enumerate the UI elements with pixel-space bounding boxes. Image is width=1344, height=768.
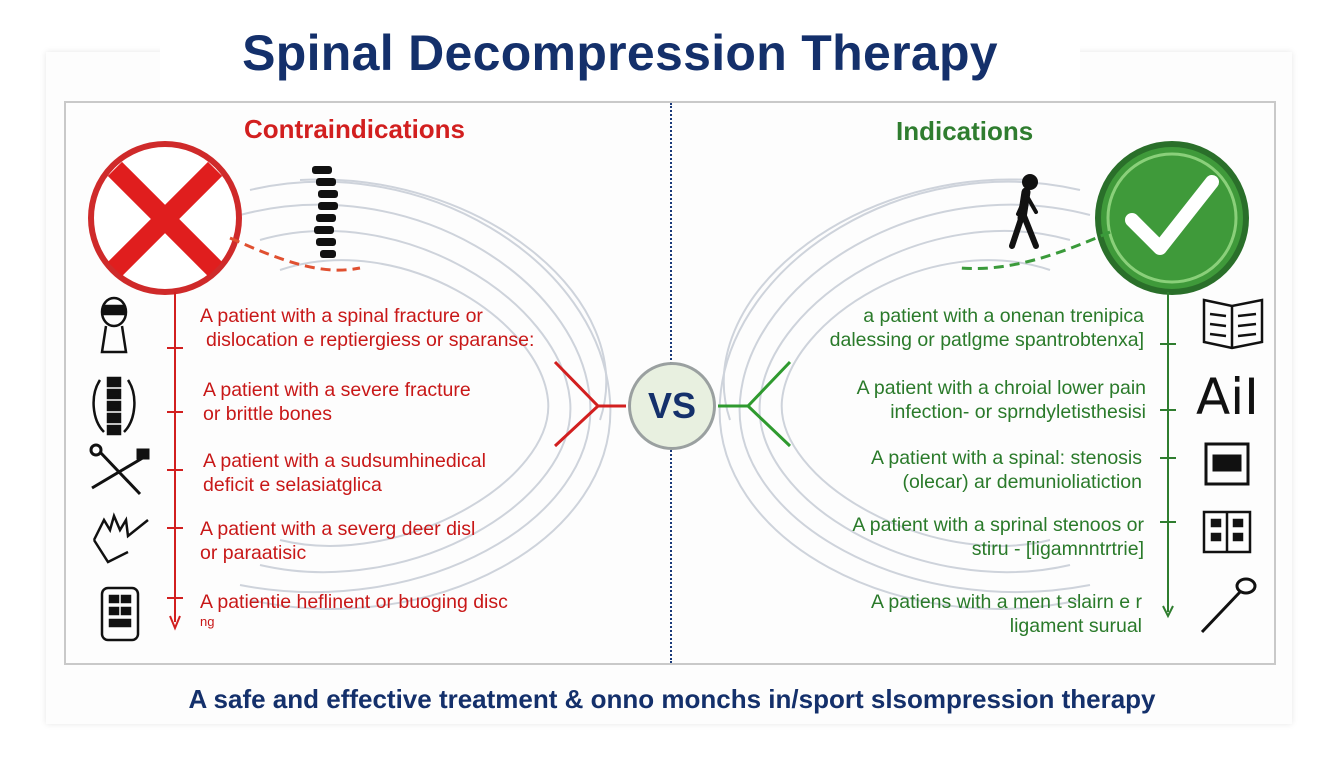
right-dashed-connector [959, 230, 1111, 271]
item-line: A patient with a sprinal stenoos or [852, 514, 1144, 536]
item-line: A patientie heflinent or buoging disc [200, 591, 508, 613]
indication-item: A patient with a chroial lower pain infe… [857, 376, 1146, 424]
indication-item: A patient with a spinal: stenosis (oleca… [871, 446, 1142, 494]
walking-person-icon [1009, 174, 1039, 249]
right-timeline [1160, 292, 1176, 619]
item-line: stiru - [ligamnntrtrie] [971, 538, 1144, 560]
item-line: A patient with a severg deer disl [200, 518, 476, 540]
item-line: infection- or sprndyletisthesisi [890, 401, 1146, 423]
ail-text-icon: AiI [1196, 368, 1259, 426]
item-line: A patient with a severe fracture [203, 379, 471, 401]
item-line: (olecar) ar demunioliatiction [902, 471, 1142, 493]
item-line: A patiens with a men t slairn e r [871, 591, 1142, 613]
device-icon [100, 586, 140, 642]
indications-heading: Indications [896, 116, 1034, 146]
contraindication-item: A patient with a spinal fracture or disl… [200, 304, 534, 352]
item-line: deficit e selasiatglica [203, 474, 382, 496]
book-icon [1202, 298, 1264, 350]
page-title: Spinal Decompression Therapy [242, 25, 998, 81]
spine-icon [312, 166, 338, 258]
contraindication-item: A patient with a severe fracture or brit… [203, 378, 471, 426]
footer-tagline: A safe and effective treatment & onno mo… [188, 684, 1156, 714]
left-branch-connector [553, 360, 626, 448]
contraindication-item: A patientie heflinent or buoging disc ng [200, 590, 508, 630]
spine-brace-icon [92, 376, 136, 436]
indication-item: A patiens with a men t slairn e r ligame… [871, 590, 1142, 638]
right-branch-connector [718, 360, 792, 448]
head-brace-icon [100, 296, 128, 354]
item-line: A patient with a sudsumhinedical [203, 450, 486, 472]
item-line: A patient with a spinal: stenosis [871, 447, 1142, 469]
indication-item: A patient with a sprinal stenoos or stir… [852, 513, 1144, 561]
item-line: dalessing or patlgme spantrobtenxa] [829, 329, 1144, 351]
x-mark-icon [88, 141, 242, 295]
item-line: or brittle bones [203, 403, 332, 425]
item-line: a patient with a onenan trenipica [863, 305, 1144, 327]
left-dashed-connector [229, 236, 361, 272]
hand-icon [92, 512, 149, 564]
item-line: or paraatisic [200, 542, 307, 564]
contraindication-item: A patient with a sudsumhinedical deficit… [203, 449, 486, 497]
check-mark-icon [1095, 141, 1249, 295]
contraindications-heading: Contraindications [244, 114, 466, 144]
item-line: dislocation e reptiergiess or sparanse: [206, 329, 535, 351]
indication-item: a patient with a onenan trenipica daless… [830, 304, 1144, 352]
tools-icon [89, 443, 150, 496]
item-line: A patient with a spinal fracture or [200, 305, 483, 327]
monitor-icon [1204, 442, 1250, 486]
item-line: ng [200, 614, 215, 629]
item-line: ligament surual [1009, 615, 1142, 637]
content-frame [64, 101, 1276, 665]
left-timeline [167, 292, 183, 631]
vs-badge: VS [628, 362, 716, 450]
contraindication-item: A patient with a severg deer disl or par… [200, 517, 475, 565]
probe-tool-icon [1200, 577, 1257, 634]
title-backdrop [160, 20, 1080, 100]
item-line: A patient with a chroial lower pain [856, 377, 1146, 399]
swirl-lines [239, 178, 1091, 610]
spine-chart-icon [1202, 510, 1252, 554]
